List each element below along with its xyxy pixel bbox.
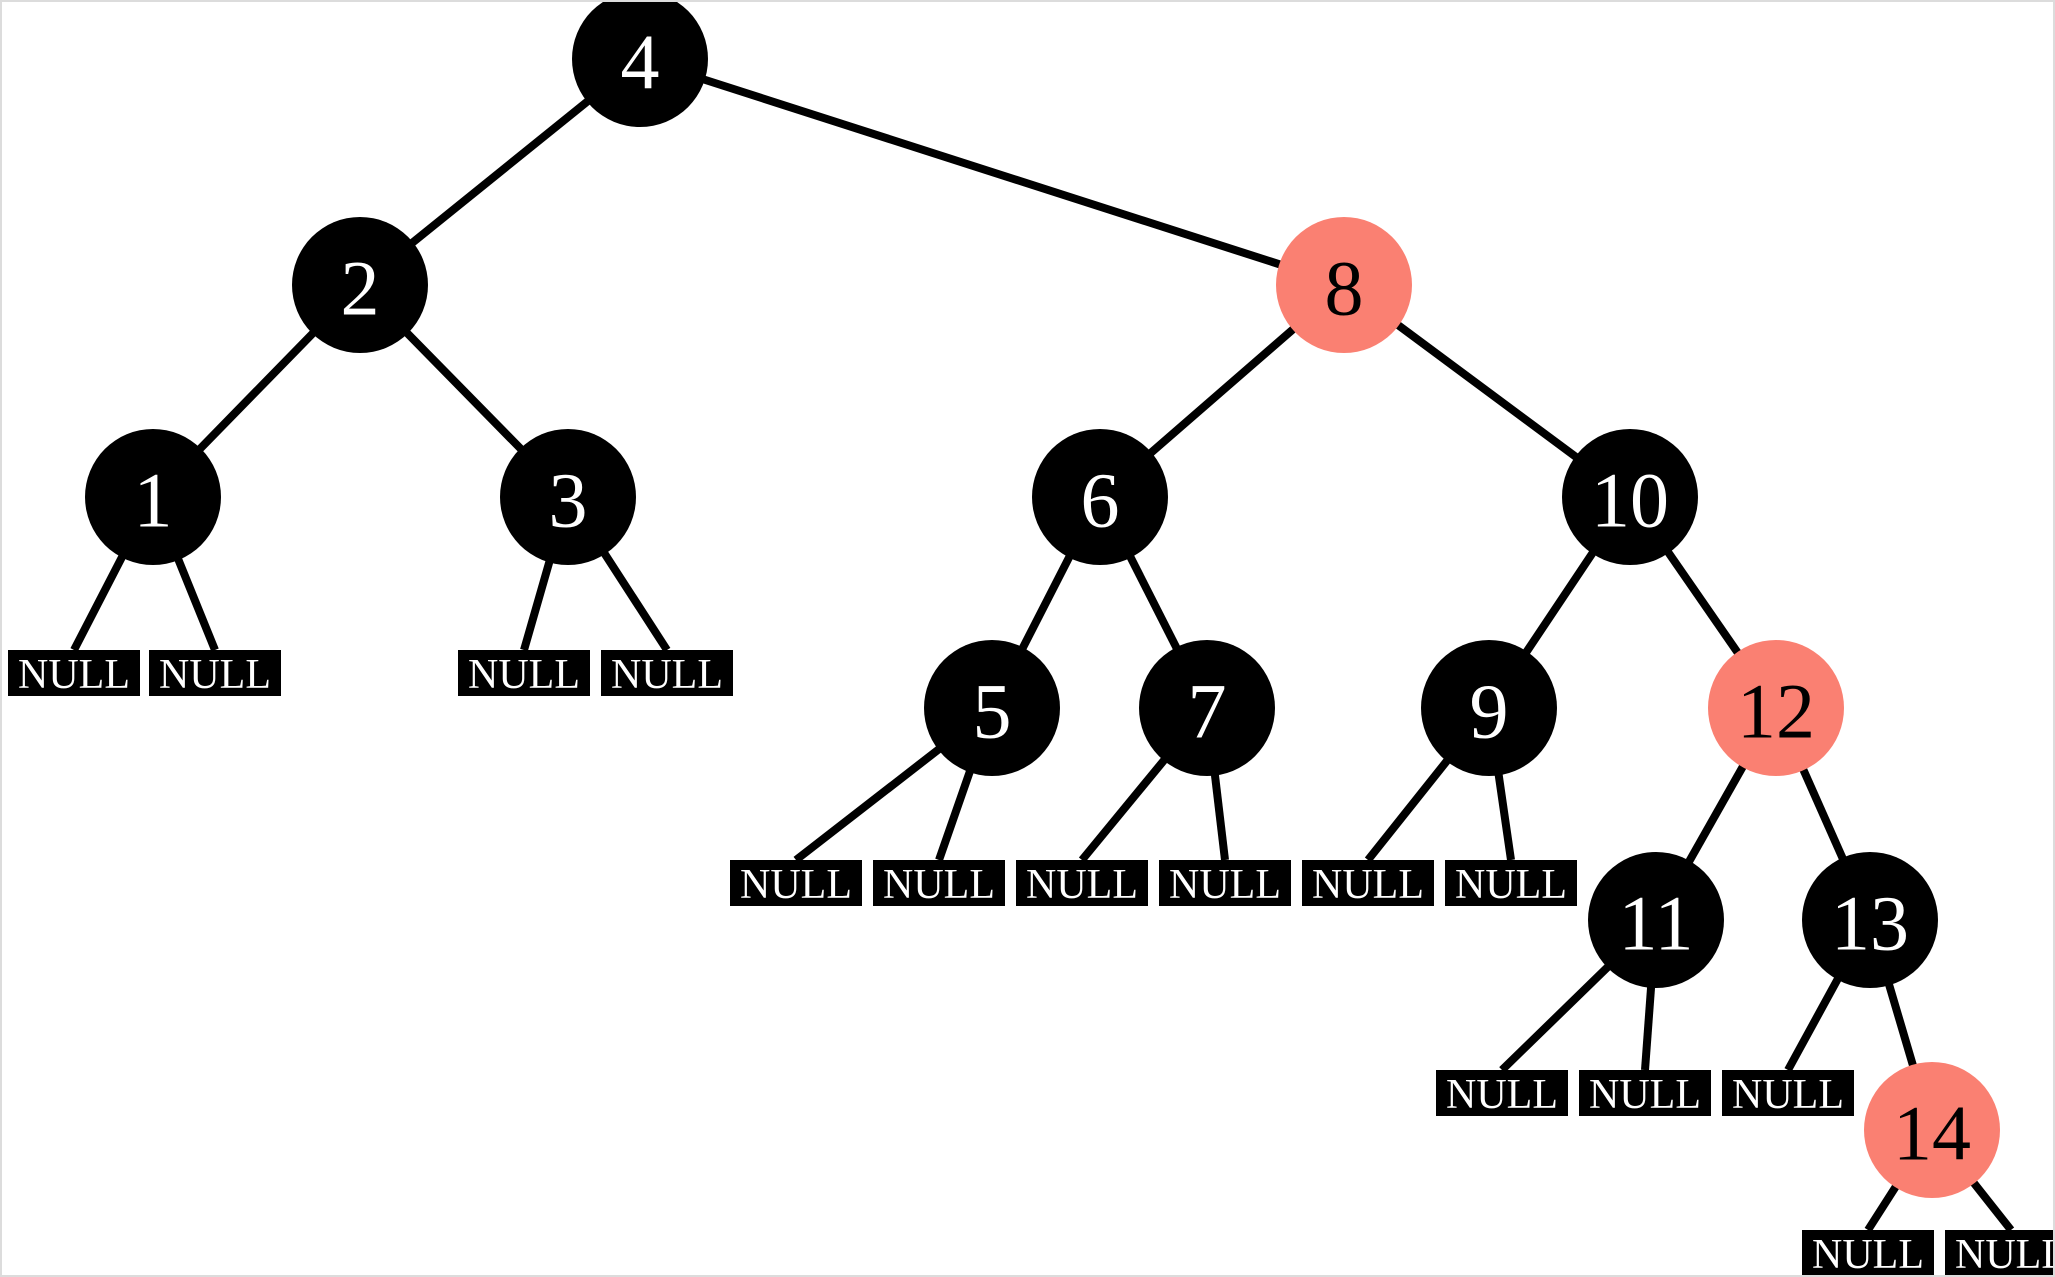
null-leaf-label: NULL	[468, 652, 580, 698]
tree-node-label: 10	[1591, 457, 1669, 544]
null-leaf: NULL	[1159, 860, 1291, 908]
null-leaf-label: NULL	[1732, 1072, 1844, 1118]
null-leaf: NULL	[1302, 860, 1434, 908]
null-leaf-box	[1579, 1070, 1711, 1116]
tree-node-label: 3	[549, 457, 588, 544]
null-leaf: NULL	[1579, 1070, 1711, 1118]
black-node-circle[interactable]	[1588, 852, 1724, 988]
tree-node-label: 8	[1325, 245, 1364, 332]
tree-node-label: 14	[1893, 1090, 1971, 1177]
null-leaf-box	[1016, 860, 1148, 906]
null-leaf-label: NULL	[1446, 1072, 1558, 1118]
null-leaf-label: NULL	[1812, 1232, 1924, 1277]
red-node-circle[interactable]	[1708, 640, 1844, 776]
null-leaf: NULL	[8, 650, 140, 698]
null-leaf-label: NULL	[1589, 1072, 1701, 1118]
tree-node-label: 6	[1081, 457, 1120, 544]
black-node-circle[interactable]	[572, 2, 708, 127]
black-node-circle[interactable]	[292, 217, 428, 353]
null-leaf-box	[149, 650, 281, 696]
null-leaf-label: NULL	[1026, 862, 1138, 908]
null-leaf-box	[8, 650, 140, 696]
black-node-circle[interactable]	[85, 429, 221, 565]
null-leaf-box	[1945, 1230, 2053, 1275]
null-leaves-layer: NULL NULL NULL NULL NULL NULL NULL NULL NULL NULL…	[8, 650, 2055, 1277]
null-leaf-box	[1445, 860, 1577, 906]
null-leaf-label: NULL	[159, 652, 271, 698]
tree-node-4[interactable]: 4	[572, 2, 708, 127]
null-leaf-label: NULL	[18, 652, 130, 698]
null-leaf: NULL	[1945, 1230, 2055, 1277]
null-leaf-box	[1722, 1070, 1854, 1116]
null-leaf-box	[873, 860, 1005, 906]
null-leaf: NULL	[149, 650, 281, 698]
tree-node-10[interactable]: 10	[1562, 429, 1698, 565]
tree-node-label: 1	[134, 457, 173, 544]
null-leaf: NULL	[873, 860, 1005, 908]
black-node-circle[interactable]	[500, 429, 636, 565]
tree-node-7[interactable]: 7	[1139, 640, 1275, 776]
null-leaf: NULL	[601, 650, 733, 698]
null-leaf: NULL	[458, 650, 590, 698]
null-leaf-box	[458, 650, 590, 696]
null-leaf: NULL	[1445, 860, 1577, 908]
null-leaf-box	[1302, 860, 1434, 906]
null-leaf: NULL	[1802, 1230, 1934, 1277]
tree-node-11[interactable]: 11	[1588, 852, 1724, 988]
black-node-circle[interactable]	[1032, 429, 1168, 565]
red-node-circle[interactable]	[1864, 1062, 2000, 1198]
null-leaf: NULL	[1016, 860, 1148, 908]
null-leaf-box	[730, 860, 862, 906]
null-leaf-label: NULL	[740, 862, 852, 908]
null-leaf-box	[1802, 1230, 1934, 1275]
tree-node-14[interactable]: 14	[1864, 1062, 2000, 1198]
black-node-circle[interactable]	[1562, 429, 1698, 565]
tree-node-label: 12	[1737, 668, 1815, 755]
tree-node-label: 7	[1188, 668, 1227, 755]
null-leaf-label: NULL	[1955, 1232, 2055, 1277]
tree-node-8[interactable]: 8	[1276, 217, 1412, 353]
tree-node-1[interactable]: 1	[85, 429, 221, 565]
tree-node-12[interactable]: 12	[1708, 640, 1844, 776]
tree-edge	[638, 55, 1346, 289]
black-node-circle[interactable]	[1139, 640, 1275, 776]
null-leaf-label: NULL	[1312, 862, 1424, 908]
null-leaf-label: NULL	[1455, 862, 1567, 908]
null-leaf: NULL	[1436, 1070, 1568, 1118]
null-leaf-label: NULL	[611, 652, 723, 698]
null-leaf: NULL	[730, 860, 862, 908]
tree-node-label: 9	[1470, 668, 1509, 755]
null-leaf-label: NULL	[883, 862, 995, 908]
red-node-circle[interactable]	[1276, 217, 1412, 353]
null-leaf-label: NULL	[1169, 862, 1281, 908]
null-leaf: NULL	[1722, 1070, 1854, 1118]
tree-node-9[interactable]: 9	[1421, 640, 1557, 776]
tree-node-label: 2	[341, 245, 380, 332]
black-node-circle[interactable]	[1421, 640, 1557, 776]
tree-node-3[interactable]: 3	[500, 429, 636, 565]
tree-node-5[interactable]: 5	[924, 640, 1060, 776]
black-node-circle[interactable]	[924, 640, 1060, 776]
tree-node-label: 11	[1618, 880, 1693, 967]
tree-node-label: 4	[621, 19, 660, 106]
tree-node-13[interactable]: 13	[1802, 852, 1938, 988]
tree-node-6[interactable]: 6	[1032, 429, 1168, 565]
tree-node-label: 13	[1831, 880, 1909, 967]
null-leaf-box	[1159, 860, 1291, 906]
black-node-circle[interactable]	[1802, 852, 1938, 988]
null-leaf-box	[601, 650, 733, 696]
tree-node-label: 5	[973, 668, 1012, 755]
tree-node-2[interactable]: 2	[292, 217, 428, 353]
null-leaf-box	[1436, 1070, 1568, 1116]
